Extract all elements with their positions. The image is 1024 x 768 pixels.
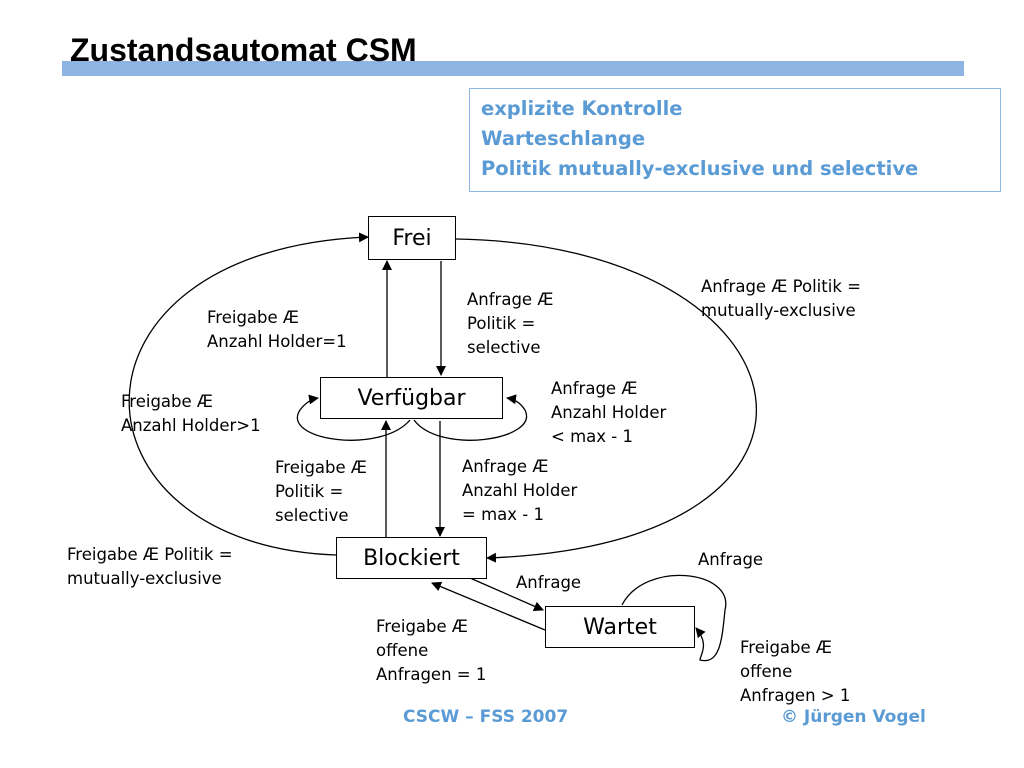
edge-wartet-to-blockiert <box>431 581 546 631</box>
edge-blockiert-to-frei <box>128 232 369 556</box>
label-wartet-to-blockiert: Freigabe Æ offene Anfragen = 1 <box>376 617 487 684</box>
label-frei-to-verfuegbar: Anfrage Æ Politik = selective <box>467 290 554 357</box>
title-underline-bar <box>62 61 964 76</box>
label-wartet-self-right: Freigabe Æ offene Anfragen > 1 <box>740 638 851 705</box>
label-outer-right: Anfrage Æ Politik = mutually-exclusive <box>701 277 861 320</box>
footer-course: CSCW – FSS 2007 <box>403 707 569 727</box>
edge-wartet-self <box>621 574 727 662</box>
label-outer-left: Freigabe Æ Politik = mutually-exclusive <box>67 545 233 588</box>
info-box: explizite Kontrolle Warteschlange Politi… <box>469 88 1001 192</box>
label-verfuegbar-to-blockiert: Anfrage Æ Anzahl Holder = max - 1 <box>462 457 578 524</box>
state-frei: Frei <box>368 216 456 260</box>
info-line-policy: Politik mutually-exclusive und selective <box>481 157 919 180</box>
page-title: Zustandsautomat CSM <box>70 32 417 68</box>
label-blockiert-to-wartet: Anfrage <box>516 573 582 592</box>
info-line-queue: Warteschlange <box>481 127 646 150</box>
label-wartet-self-top: Anfrage <box>698 550 764 569</box>
edge-verfuegbar-self-left <box>296 394 411 441</box>
edge-verfuegbar-self-right <box>413 394 528 441</box>
label-blockiert-to-verfuegbar: Freigabe Æ Politik = selective <box>275 458 367 525</box>
info-line-control: explizite Kontrolle <box>481 97 683 120</box>
state-blockiert: Blockiert <box>336 537 487 579</box>
state-verfuegbar: Verfügbar <box>320 377 503 419</box>
edge-blockiert-to-wartet <box>469 577 544 611</box>
label-verfuegbar-to-frei: Freigabe Æ Anzahl Holder=1 <box>207 308 347 351</box>
label-verfuegbar-self-left: Freigabe Æ Anzahl Holder>1 <box>121 392 261 435</box>
edge-frei-to-blockiert <box>455 238 757 563</box>
state-wartet: Wartet <box>545 606 695 648</box>
label-verfuegbar-self-right: Anfrage Æ Anzahl Holder < max - 1 <box>551 379 667 446</box>
footer-copyright: © Jürgen Vogel <box>781 707 926 727</box>
